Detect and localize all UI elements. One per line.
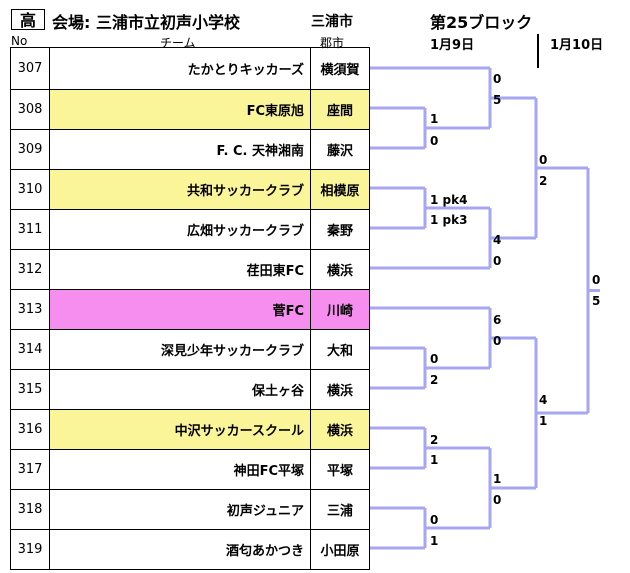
team-number: 309 [11,130,50,169]
venue-label: 会場: 三浦市立初声小学校 [52,13,240,32]
column-header-team: チーム [160,36,196,50]
team-number: 312 [11,250,50,289]
score-label: 1 [430,112,439,126]
team-number: 313 [11,290,50,329]
team-name: 神田FC平塚 [50,450,311,489]
score-label: 1 [430,453,439,467]
score-label: 0 [592,273,601,287]
score-label: 1 [539,414,548,428]
team-city: 大和 [326,344,353,359]
score-label: 5 [592,294,601,308]
team-city: 横須賀 [320,63,360,78]
team-city: 平塚 [326,464,353,479]
day-separator [537,34,539,68]
column-header-city: 郡市 [320,36,345,50]
team-name: 共和サッカークラブ [50,170,311,209]
score-label: 2 [430,433,439,447]
day2-label: 1月10日 [550,38,604,53]
team-number: 317 [11,450,50,489]
day1-label: 1月9日 [430,38,475,53]
team-city: 秦野 [326,224,353,239]
team-number: 315 [11,370,50,409]
venue-city: 三浦市 [311,14,353,30]
score-label: 0 [430,513,439,527]
score-label: 2 [430,373,439,387]
team-number: 319 [11,530,50,569]
score-label: 0 [493,493,502,507]
team-city: 藤沢 [326,144,353,159]
team-number: 311 [11,210,50,249]
team-name: FC東原旭 [50,90,311,129]
team-name: 保土ヶ谷 [50,370,311,409]
team-number: 314 [11,330,50,369]
team-number: 307 [11,48,50,89]
team-city: 小田原 [320,544,360,559]
team-number: 318 [11,490,50,529]
score-label: 2 [539,174,548,188]
score-label: 0 [493,72,502,86]
team-city: 三浦 [326,504,353,519]
score-label: 1 [493,472,502,486]
score-label: 0 [430,352,439,366]
team-number: 310 [11,170,50,209]
score-label: 0 [493,254,502,268]
team-name: 深見少年サッカークラブ [50,330,311,369]
score-label: 0 [493,334,502,348]
column-header-no: No [11,34,28,48]
team-name: 中沢サッカースクール [50,410,311,449]
team-city: 川崎 [311,290,369,329]
score-label: 4 [493,233,502,247]
team-name: 酒匂あかつき [50,530,311,569]
team-city: 横浜 [326,264,353,279]
team-city: 相模原 [311,170,369,209]
team-name: 荏田東FC [50,250,311,289]
team-number: 308 [11,90,50,129]
score-label: 4 [539,393,548,407]
team-name: たかとりキッカーズ [50,48,311,89]
score-label: 0 [430,134,439,148]
block-title: 第25ブロック [430,13,533,32]
team-city: 横浜 [311,410,369,449]
team-city: 座間 [311,90,369,129]
team-name: F. C. 天神湘南 [50,130,311,169]
team-name: 菅FC [50,290,311,329]
team-name: 広畑サッカークラブ [50,210,311,249]
team-name: 初声ジュニア [50,490,311,529]
category-badge: 高 [11,9,45,30]
score-label: 6 [493,313,502,327]
team-city: 横浜 [326,384,353,399]
score-label: 5 [493,93,502,107]
team-number: 316 [11,410,50,449]
score-label: 0 [539,153,548,167]
score-label: 1 pk4 [430,193,468,207]
score-label: 1 [430,534,439,548]
score-label: 1 pk3 [430,213,468,227]
